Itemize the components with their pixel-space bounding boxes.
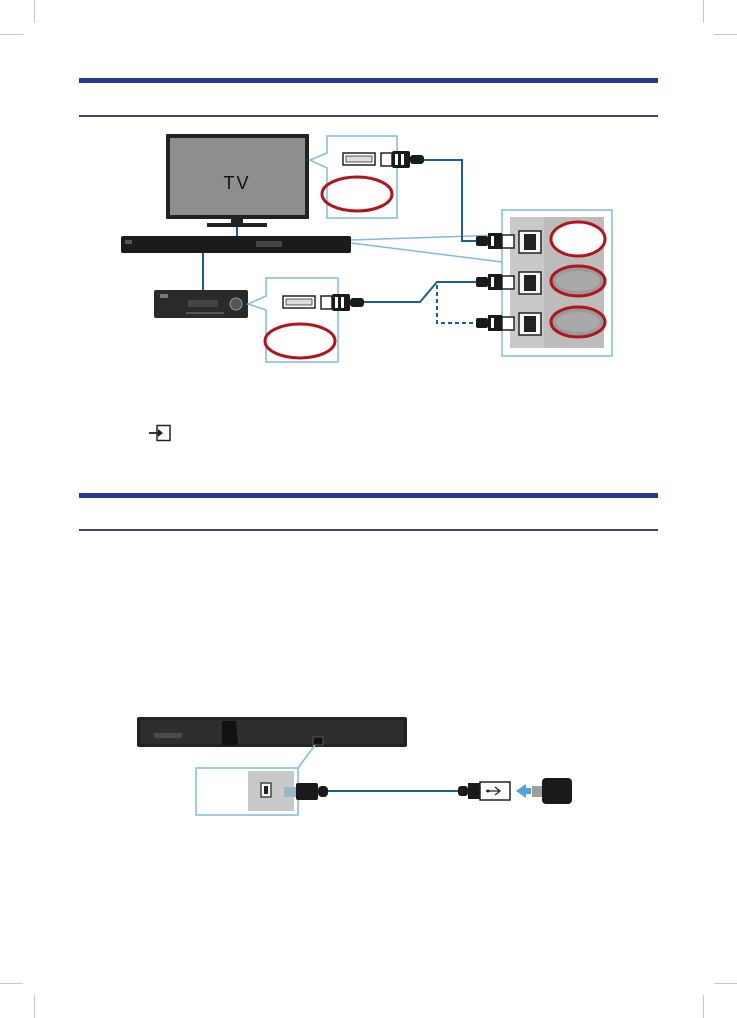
section-1-subheading-rule (79, 115, 658, 117)
section-2-heading-rule (79, 493, 658, 498)
hdmi-port-icon (518, 312, 542, 336)
usb-plug-icon (458, 781, 511, 801)
crop-mark-bottom-left-v (34, 995, 35, 1018)
crop-mark-bottom-left (0, 983, 23, 984)
crop-mark-top-right-v (703, 0, 704, 23)
highlight-circle (320, 175, 394, 213)
hdmi-plug-icon (476, 274, 515, 290)
hdmi-cable-source (364, 281, 476, 303)
section-1-heading-rule (79, 78, 658, 83)
usb-plug-icon (284, 783, 328, 800)
insert-arrow-icon (516, 784, 531, 798)
input-source-icon (149, 424, 171, 442)
tv-icon (166, 134, 309, 227)
highlight-circle (549, 220, 607, 258)
crop-mark-top-left (0, 34, 23, 35)
hdmi-plug-icon (320, 294, 364, 311)
crop-mark-top-left-v (34, 0, 35, 23)
hdmi-port-icon (282, 295, 316, 309)
soundbar-icon (137, 717, 407, 747)
hdmi-plug-icon (476, 233, 515, 249)
source-device-icon (154, 290, 248, 318)
crop-mark-bottom-right (714, 983, 737, 984)
hdmi-cable-tv (424, 159, 476, 242)
hdmi-plug-icon (380, 151, 424, 168)
crop-mark-top-right (714, 34, 737, 35)
tv-label: TV (223, 173, 250, 193)
highlight-circle (263, 322, 337, 360)
hdmi-plug-icon (476, 315, 515, 331)
hdmi-port-icon (518, 230, 542, 254)
hdmi-port-icon (518, 271, 542, 295)
hdmi-port-icon (342, 152, 376, 166)
usb-adapter-icon (532, 778, 572, 804)
soundbar-icon (121, 236, 351, 253)
crop-mark-bottom-right-v (703, 995, 704, 1018)
section-2-subheading-rule (79, 529, 658, 531)
